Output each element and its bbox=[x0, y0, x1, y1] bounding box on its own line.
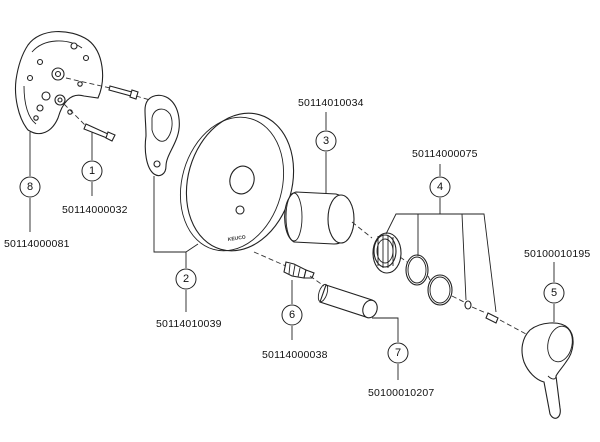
axis-line bbox=[399, 256, 408, 263]
svg-text:1: 1 bbox=[89, 165, 95, 177]
axis-line bbox=[499, 319, 527, 335]
axis-line bbox=[63, 103, 87, 127]
callout-1: 1 bbox=[81, 160, 103, 182]
o-ring-small bbox=[405, 254, 429, 286]
axis-line bbox=[253, 251, 287, 267]
cylinder bbox=[317, 283, 378, 319]
part-number-3: 50114010034 bbox=[298, 97, 364, 109]
svg-text:2: 2 bbox=[183, 273, 189, 285]
callout-5: 5 bbox=[543, 282, 565, 304]
axis-line bbox=[309, 275, 325, 287]
svg-text:8: 8 bbox=[27, 181, 33, 193]
o-ring-large bbox=[427, 274, 453, 306]
axis-line bbox=[351, 221, 373, 239]
leader-lines bbox=[29, 112, 555, 380]
svg-text:7: 7 bbox=[395, 347, 401, 359]
callout-3: 3 bbox=[315, 130, 337, 152]
small-washer bbox=[464, 300, 472, 310]
svg-text:6: 6 bbox=[289, 309, 295, 321]
escutcheon-seal bbox=[144, 94, 180, 177]
cartridge-ring bbox=[372, 232, 402, 274]
svg-text:5: 5 bbox=[551, 287, 557, 299]
sleeve bbox=[284, 191, 355, 245]
callout-2: 2 bbox=[175, 268, 197, 290]
callout-7: 7 bbox=[387, 342, 409, 364]
svg-text:4: 4 bbox=[437, 181, 443, 193]
part-number-4: 50114000075 bbox=[412, 148, 478, 160]
part-number-5: 50100010195 bbox=[524, 248, 590, 260]
axis-line bbox=[471, 306, 487, 314]
brand-mark: KEUCO bbox=[227, 235, 246, 243]
axis-line bbox=[451, 295, 465, 303]
cover-plate: KEUCO bbox=[179, 112, 295, 252]
axis-line bbox=[427, 275, 431, 281]
part-number-7: 50100010207 bbox=[368, 387, 434, 399]
callout-8: 8 bbox=[19, 176, 41, 198]
callout-4: 4 bbox=[429, 176, 451, 198]
grub-screw bbox=[485, 312, 499, 324]
lever-handle bbox=[521, 322, 574, 419]
svg-text:3: 3 bbox=[323, 135, 329, 147]
valve-insert bbox=[283, 261, 315, 279]
part-number-2: 50114010039 bbox=[156, 318, 222, 330]
part-number-8: 50114000081 bbox=[4, 238, 70, 250]
part-number-6: 50114000038 bbox=[262, 349, 328, 361]
mounting-plate bbox=[14, 31, 104, 135]
callout-6: 6 bbox=[281, 304, 303, 326]
axis-line bbox=[135, 95, 151, 101]
screws bbox=[83, 85, 139, 142]
part-number-1: 50114000032 bbox=[62, 204, 128, 216]
